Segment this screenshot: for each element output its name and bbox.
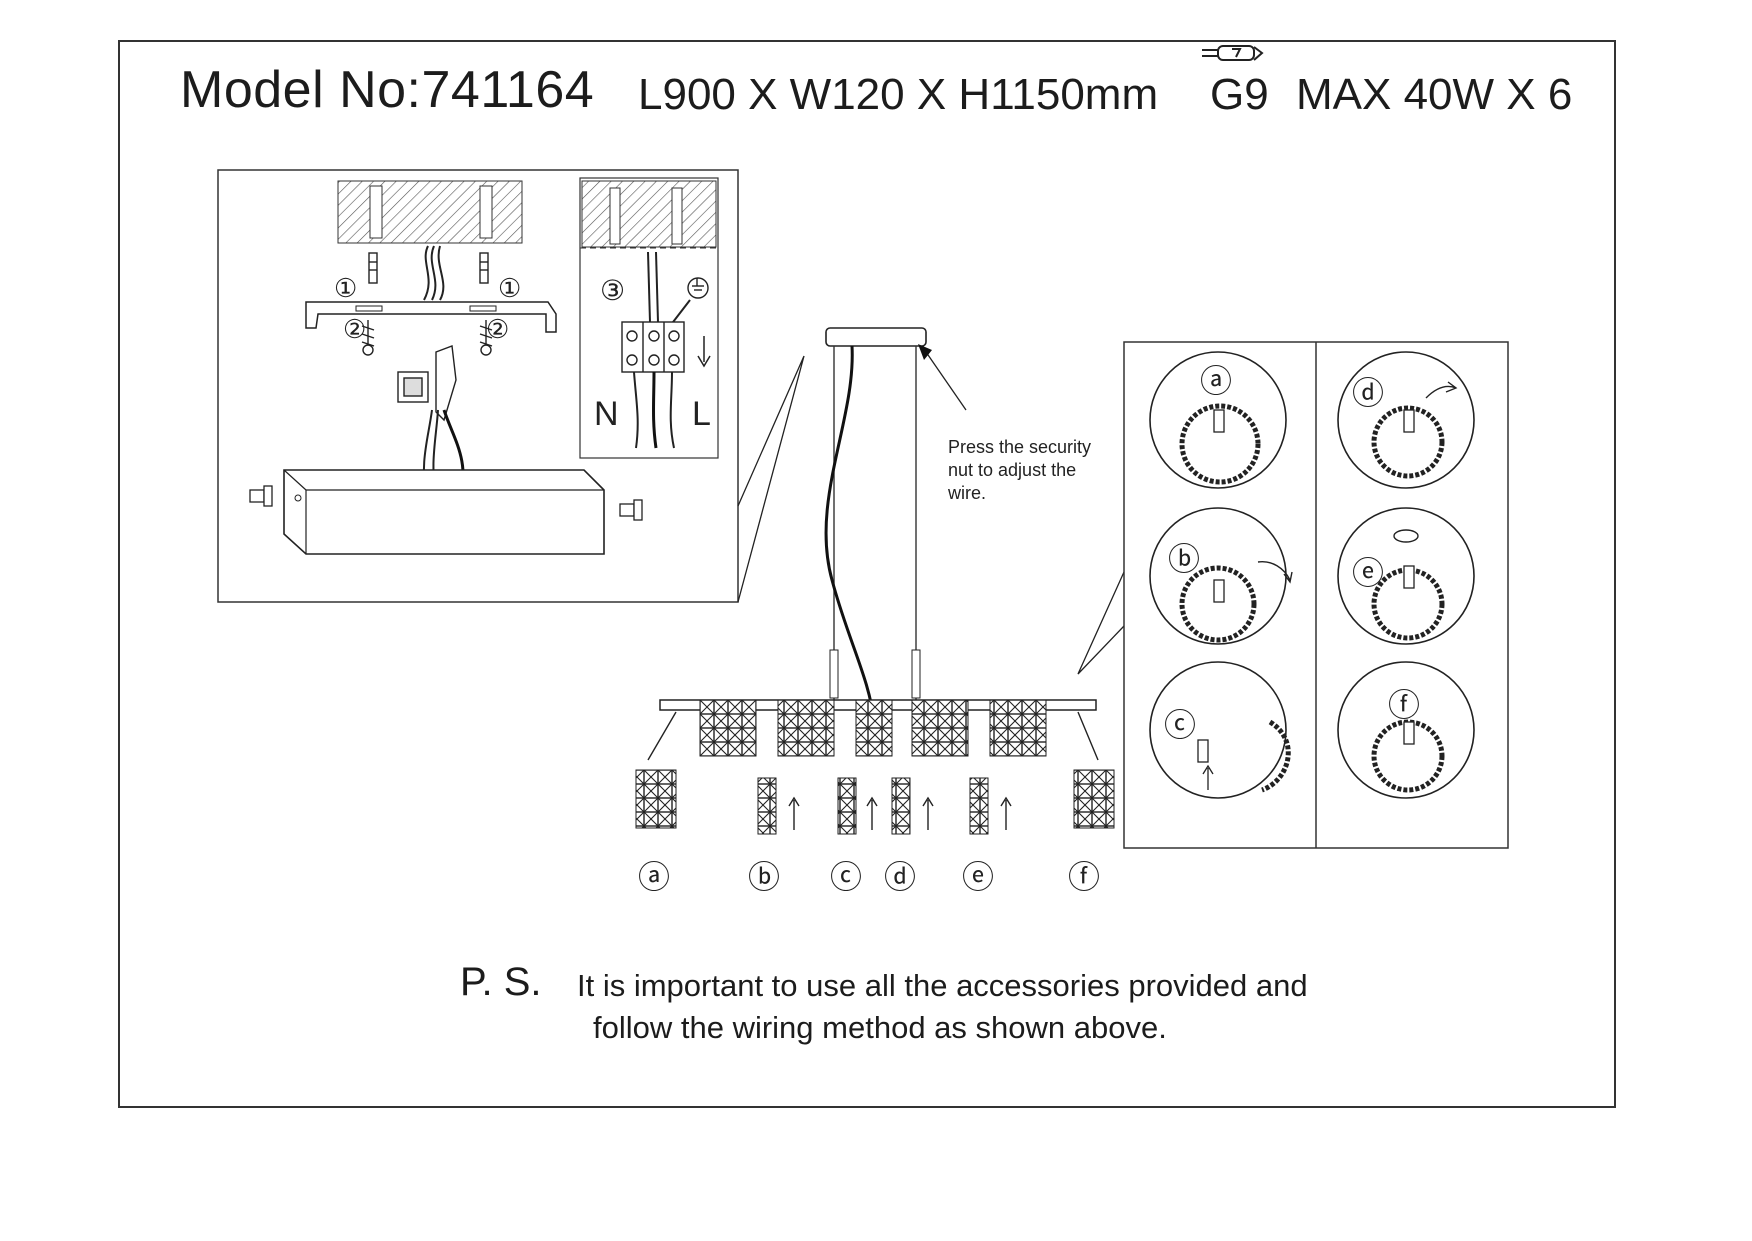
step-c-label: ⓒ — [830, 859, 862, 895]
step-d-label: ⓓ — [884, 859, 916, 895]
security-nut-note: Press the security nut to adjust the wir… — [948, 436, 1118, 505]
earth-icon — [687, 277, 709, 299]
ps-text-line-2: follow the wiring method as shown above. — [593, 1010, 1167, 1045]
callout-lines — [737, 355, 1125, 675]
step-a-label: ⓐ — [638, 859, 670, 895]
note-line-1: Press the security — [948, 437, 1092, 457]
model-number: Model No:741164 — [180, 61, 595, 119]
dimensions: L900 X W120 X H1150mm — [638, 70, 1159, 119]
ps-label: P. S. — [460, 960, 542, 1004]
canopy-box — [283, 469, 605, 555]
crystal-pieces — [635, 769, 1115, 835]
step-f-label: ⓕ — [1068, 859, 1100, 895]
page-frame — [118, 40, 1616, 1108]
step-2-label: ② — [486, 314, 509, 344]
rotate-arrow-icon — [1257, 381, 1458, 584]
terminal-wiring-panel: ③ N L — [579, 177, 719, 459]
wall-plug-icon — [368, 252, 489, 284]
bulb-step-c-label: ⓒ — [1164, 707, 1196, 743]
step-e-label: ⓔ — [962, 859, 994, 895]
neutral-label: N — [594, 395, 619, 433]
bulb-step-e-label: ⓔ — [1352, 555, 1384, 591]
note-line-2: nut to adjust the — [948, 460, 1077, 480]
canopy — [825, 327, 927, 347]
pendant-lamp: ⓐ ⓑ ⓒ ⓓ ⓔ ⓕ — [635, 327, 1115, 895]
step-2-label: ② — [343, 314, 366, 344]
bulb-steps-panel: ⓐ ⓑ ⓒ ⓓ ⓔ ⓕ — [1123, 341, 1509, 849]
step-1-label: ① — [334, 273, 357, 303]
bulb-step-f-label: ⓕ — [1388, 687, 1420, 723]
note-line-3: wire. — [948, 483, 987, 503]
step-3-label: ③ — [600, 275, 625, 306]
up-arrow-icon — [647, 711, 1099, 830]
bulb-step-d-label: ⓓ — [1352, 375, 1384, 411]
side-screw-icon — [249, 485, 643, 521]
screw-icon — [361, 320, 493, 356]
bulb-step-b-label: ⓑ — [1168, 541, 1200, 577]
step-1-label: ① — [498, 273, 521, 303]
ps-text-line-1: It is important to use all the accessori… — [577, 968, 1308, 1003]
crystal-modules — [699, 699, 1047, 757]
max-wattage: MAX 40W X 6 — [1296, 70, 1573, 119]
ceiling-install-panel: ① ① ② ② — [217, 169, 739, 603]
terminal-block — [621, 321, 685, 373]
step-b-label: ⓑ — [748, 859, 780, 895]
ceiling-hatch — [337, 180, 523, 244]
bulb-icon — [1197, 409, 1415, 790]
g9-bulb-icon — [1202, 45, 1264, 61]
live-label: L — [692, 395, 711, 433]
cable-grip-icon — [397, 345, 457, 422]
socket-type: G9 — [1210, 70, 1269, 119]
bulb-step-a-label: ⓐ — [1200, 363, 1232, 399]
